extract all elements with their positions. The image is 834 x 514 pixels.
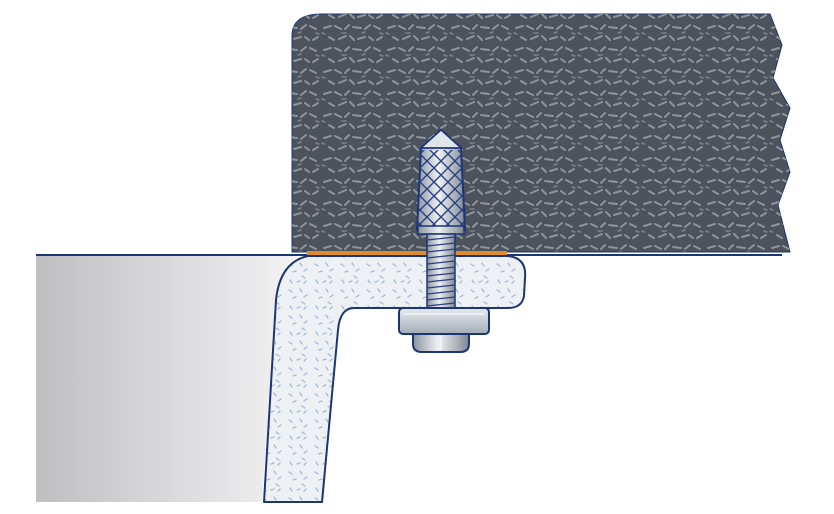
sealant-strip <box>307 251 507 256</box>
countertop <box>291 13 791 253</box>
nut <box>412 333 470 353</box>
sink-basin-interior <box>36 256 298 502</box>
sink-rim <box>263 255 527 503</box>
threaded-stud <box>426 233 456 311</box>
mounting-clip <box>398 307 490 335</box>
threaded-anchor-insert <box>415 128 467 235</box>
sink-wall-section <box>263 255 527 503</box>
